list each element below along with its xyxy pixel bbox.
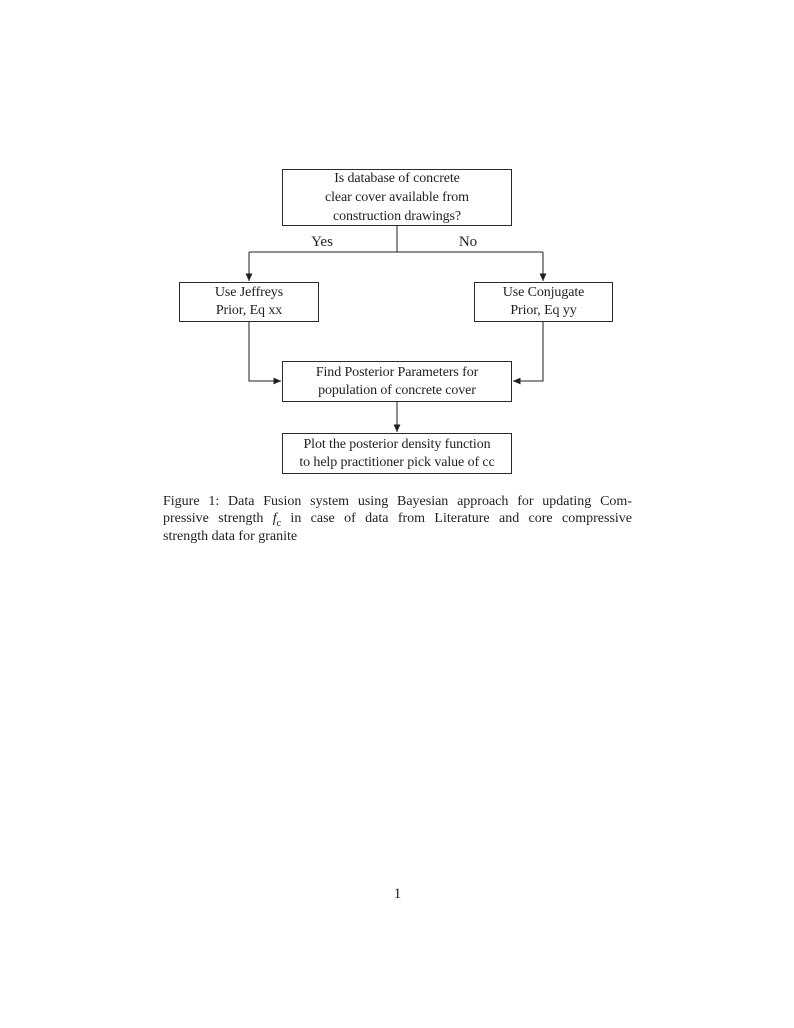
figure-caption: Figure 1: Data Fusion system using Bayes… [163,493,632,545]
figure-caption-line-2-suffix: in case of data from Literature and core… [281,511,632,527]
figure-caption-line-1: Figure 1: Data Fusion system using Bayes… [163,494,632,509]
edge-conjugate-to-posterior [512,322,544,385]
flowchart-node-conjugate-prior-text: Use Conjugate Prior, Eq yy [502,285,585,318]
page-number: 1 [393,886,402,902]
figure-caption-line-2-prefix: pressive strength [163,511,273,527]
figure-caption-line-2: pressive strength fc in case of data fro… [163,510,632,530]
math-subscript-c: c [276,518,282,530]
figure-caption-line-3: strength data for granite [163,528,298,544]
flowchart-node-plot-density: Plot the posterior density function to h… [282,433,512,474]
flowchart-node-posterior-parameters: Find Posterior Parameters for population… [282,361,512,402]
flowchart-node-plot-density-text: Plot the posterior density function to h… [299,436,495,470]
flowchart-node-conjugate-prior: Use Conjugate Prior, Eq yy [474,282,613,322]
flowchart-node-jeffreys-prior-text: Use Jeffreys Prior, Eq xx [214,285,284,318]
flowchart-node-posterior-parameters-text: Find Posterior Parameters for population… [315,364,479,398]
flowchart-node-jeffreys-prior: Use Jeffreys Prior, Eq xx [179,282,319,322]
flowchart-node-question: Is database of concrete clear cover avai… [282,169,512,226]
edge-label-no: No [458,234,478,250]
edge-label-yes: Yes [311,234,333,250]
math-variable-f: f [272,511,277,527]
flowchart-node-question-text: Is database of concrete clear cover avai… [325,171,469,224]
edge-jeffreys-to-posterior [248,322,282,385]
